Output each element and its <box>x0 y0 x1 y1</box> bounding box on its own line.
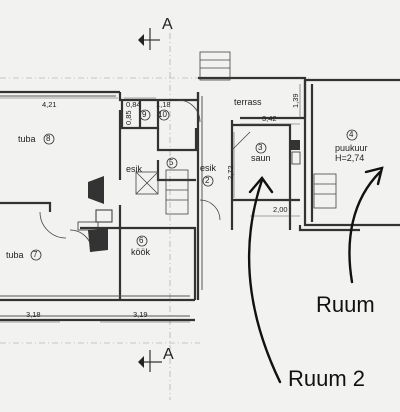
dimension-3-18: 3,18 <box>26 310 41 319</box>
dimension-4-21: 4,21 <box>42 100 57 109</box>
room-number-saun3: 3 <box>258 143 263 152</box>
dimension-1-39: 1,39 <box>291 93 300 108</box>
callout-ruum: Ruum <box>316 292 375 317</box>
room-label-tuba7: tuba <box>6 250 24 260</box>
dimension-lines <box>0 84 301 323</box>
room-number-esik2: 2 <box>205 176 210 185</box>
room-label-terrass: terrass <box>234 97 262 107</box>
axis-guides <box>0 20 310 400</box>
dimension-0-85: 0,85 <box>124 110 133 125</box>
outer-shell <box>0 95 203 317</box>
dimension-2-72: 2,72 <box>226 165 235 180</box>
dimension-3-19: 3,19 <box>133 310 148 319</box>
room-label-saun3: saun <box>251 153 271 163</box>
arrow-ruum-head <box>364 166 384 186</box>
arrow-ruum <box>348 170 382 284</box>
room-number-puukuur4: 4 <box>349 130 354 139</box>
room-number-tuba7: 7 <box>33 250 38 259</box>
walls <box>0 76 400 322</box>
callout-ruum-2: Ruum 2 <box>288 366 366 391</box>
section-marker-top <box>138 28 160 50</box>
dimension-1-18: 1,18 <box>156 100 171 109</box>
section-marker-bottom <box>138 350 162 372</box>
dimension-0-84: 0,84 <box>126 100 141 109</box>
room-label-kook6: köök <box>131 247 151 257</box>
room-number-esik5: 5 <box>169 158 174 167</box>
callout-arrows <box>247 166 384 384</box>
room-number-kook6: 6 <box>139 236 144 245</box>
room-number-tuba8: 8 <box>46 134 51 143</box>
arrow-ruum2 <box>247 178 282 384</box>
section-label-bottom: A <box>163 346 174 363</box>
arrow-ruum2-head <box>248 176 274 194</box>
room-number-circles <box>30 109 358 261</box>
room-label-puukuur4: puukuur <box>335 143 368 153</box>
door-swings <box>39 99 251 253</box>
room-number-10: 10 <box>158 110 167 119</box>
room-number-9: 9 <box>142 110 147 119</box>
fixtures <box>77 140 301 252</box>
dimension-2-00: 2,00 <box>273 205 288 214</box>
room-label-tuba8: tuba <box>18 134 36 144</box>
room-label-esik5: esik <box>126 164 143 174</box>
room-label-esik2: esik <box>200 163 217 173</box>
room-height-puukuur4: H=2,74 <box>335 153 365 163</box>
section-label-top: A <box>162 16 173 33</box>
stairs <box>135 51 337 215</box>
dimension-3-42: 3,42 <box>262 114 277 123</box>
